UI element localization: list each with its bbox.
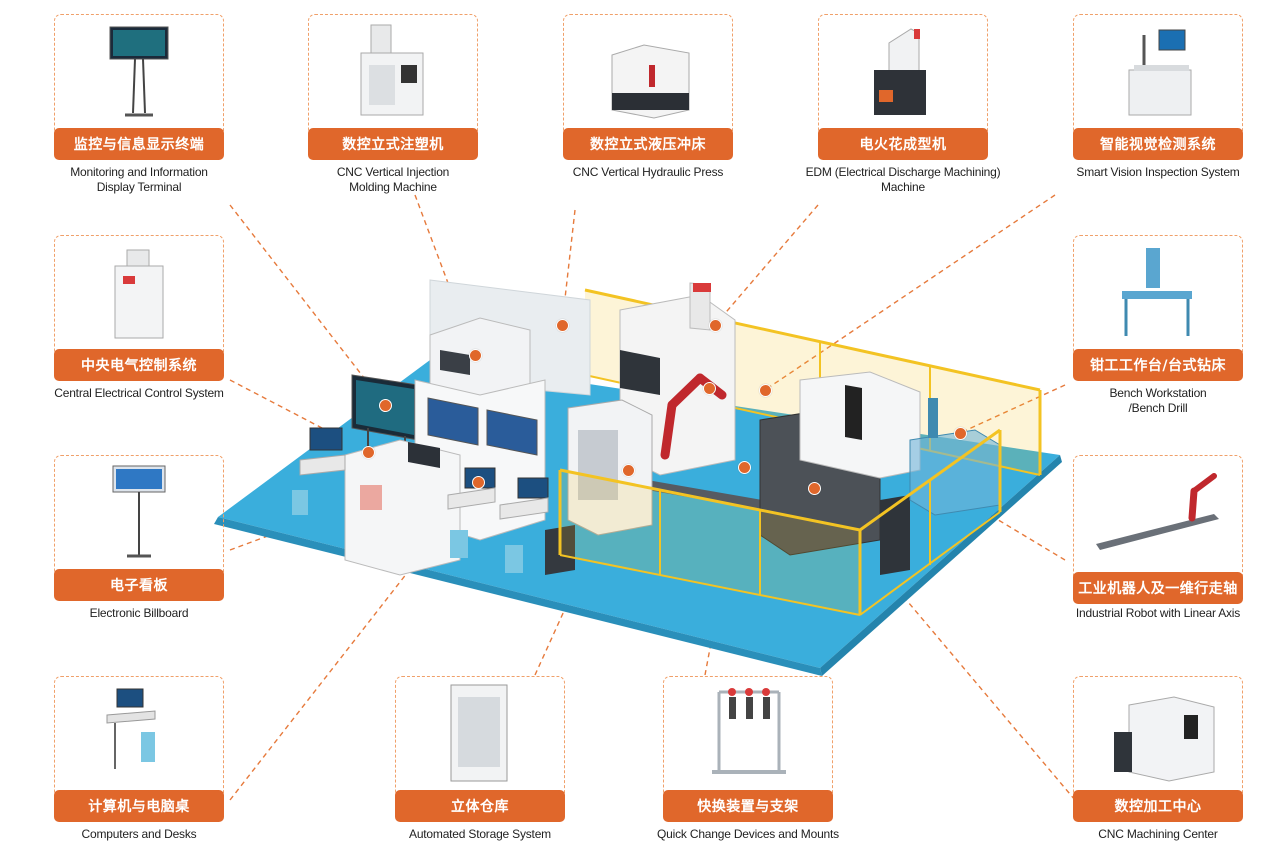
anchor-dot [703,382,716,395]
injection-molding-icon [360,24,424,116]
anchor-dot [738,461,751,474]
anchor-dot [759,384,772,397]
label-machining-center: 数控加工中心 [1073,790,1243,822]
caption-computers-desks: Computers and Desks [81,827,197,841]
billboard-icon [112,465,166,558]
computer-desk-icon [106,688,156,769]
label-monitor-terminal: 监控与信息显示终端 [54,128,224,160]
robot-arm-icon [1096,473,1219,550]
label-electrical-control: 中央电气控制系统 [54,349,224,381]
anchor-dot [362,446,375,459]
label-billboard: 电子看板 [54,569,224,601]
caption-quick-change: Quick Change Devices and Mounts [657,827,839,841]
bench-drill-icon [1122,248,1192,336]
quick-change-rack-icon [712,688,786,774]
card-vision-inspection [1073,14,1243,139]
label-bench-drill: 钳工工作台/台式钻床 [1073,349,1243,381]
card-computers-desks [54,676,224,801]
anchor-dot [556,319,569,332]
caption-electrical-control: Central Electrical Control System [54,386,224,400]
anchor-dot [379,399,392,412]
card-hydraulic-press [563,14,733,139]
card-storage [395,676,565,801]
leader-line [959,384,1066,434]
label-vision-inspection: 智能视觉检测系统 [1073,128,1243,160]
monitor-terminal-icon [109,26,169,117]
card-edm [818,14,988,139]
anchor-dot [622,464,635,477]
card-robot-linear-axis [1073,455,1243,580]
info-screens [427,397,538,456]
label-hydraulic-press: 数控立式液压冲床 [563,128,733,160]
card-electrical-control [54,235,224,360]
caption-bench-drill: Bench Workstation/Bench Drill [1109,386,1207,415]
leader-line [561,209,576,326]
card-monitor-terminal [54,14,224,139]
machining-center-icon [1114,696,1215,782]
leader-line [989,514,1066,561]
leader-line [764,194,1056,391]
leader-line [714,204,819,326]
leader-line [229,204,386,406]
caption-edm: EDM (Electrical Discharge Machining)Mach… [805,165,1001,194]
storage-rack [567,399,653,536]
label-robot-linear-axis: 工业机器人及一维行走轴 [1073,572,1243,604]
vision-inspection-icon [1128,29,1192,116]
hydraulic-press-icon [611,44,690,119]
electrical-cabinet-icon [114,249,164,339]
caption-storage: Automated Storage System [409,827,551,841]
anchor-dot [808,482,821,495]
label-quick-change: 快换装置与支架 [663,790,833,822]
caption-hydraulic-press: CNC Vertical Hydraulic Press [572,165,724,179]
caption-robot-linear-axis: Industrial Robot with Linear Axis [1075,606,1241,620]
safety-fence-front [558,428,1002,616]
storage-rack-icon [450,684,508,782]
label-injection-molding: 数控立式注塑机 [308,128,478,160]
control-cabinet [344,439,461,576]
caption-billboard: Electronic Billboard [89,606,189,620]
edm-icon [874,28,926,115]
card-billboard [54,455,224,580]
anchor-dot [472,476,485,489]
caption-vision-inspection: Smart Vision Inspection System [1076,165,1240,179]
card-machining-center [1073,676,1243,801]
label-storage: 立体仓库 [395,790,565,822]
caption-machining-center: CNC Machining Center [1098,827,1218,841]
leader-line [414,194,476,356]
label-edm: 电火花成型机 [818,128,988,160]
anchor-dot [709,319,722,332]
card-injection-molding [308,14,478,139]
anchor-dot [954,427,967,440]
card-bench-drill [1073,235,1243,360]
card-quick-change [663,676,833,801]
label-computers-desks: 计算机与电脑桌 [54,790,224,822]
leader-line [859,544,1076,801]
anchor-dot [469,349,482,362]
